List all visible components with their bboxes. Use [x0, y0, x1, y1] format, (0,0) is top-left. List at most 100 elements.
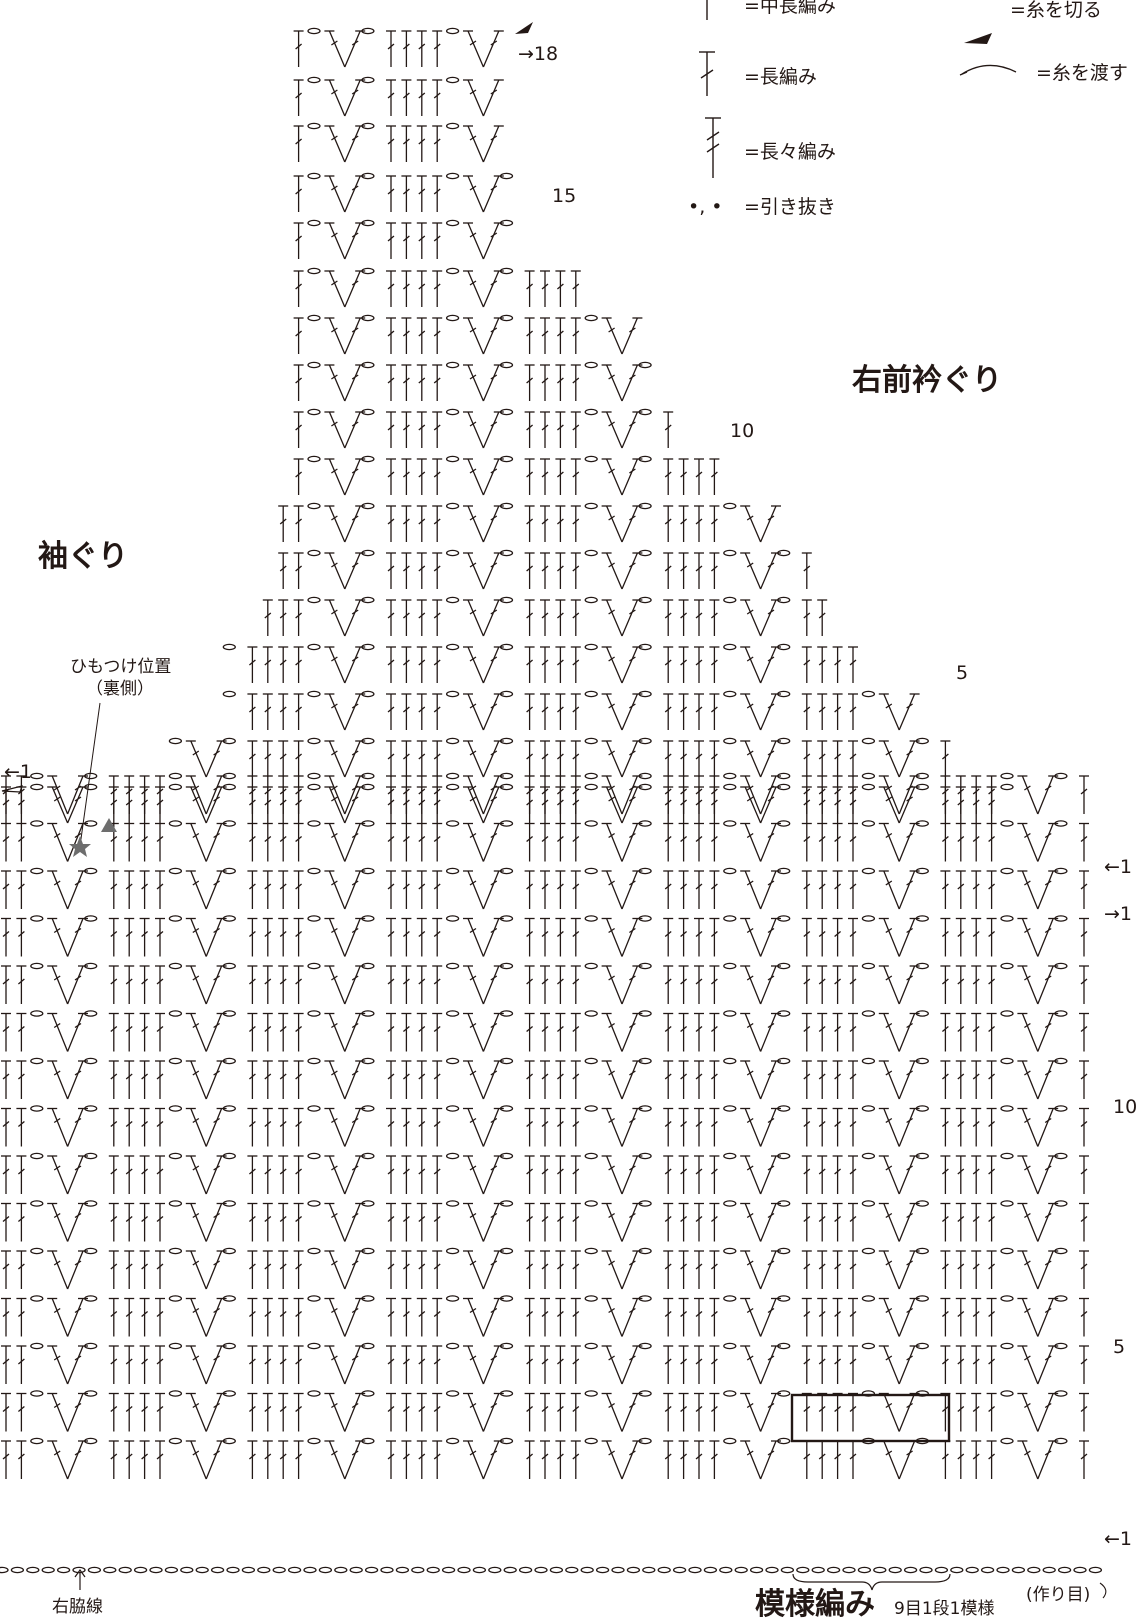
v-stitch-bar	[213, 1450, 220, 1456]
chain-stitch	[222, 643, 236, 651]
v-stitch-left	[1021, 1060, 1039, 1100]
dc-stitch-bar	[156, 1216, 164, 1222]
v-stitch-left	[605, 965, 623, 1005]
dc-stitch-bar	[387, 1073, 395, 1080]
dc-stitch-bar	[572, 612, 580, 619]
v-stitch-bar	[629, 927, 636, 934]
dc-stitch-bar	[295, 565, 303, 572]
chain-stitch	[1054, 1247, 1068, 1255]
v-stitch-bar	[351, 656, 359, 662]
dc-stitch-bar	[141, 1216, 149, 1222]
chain-stitch	[638, 1010, 652, 1017]
v-stitch-right	[621, 599, 638, 637]
dc-stitch-bar	[264, 659, 272, 666]
v-stitch-bar	[331, 1402, 338, 1409]
v-stitch-left	[51, 1108, 69, 1147]
dc-stitch-bar	[572, 1453, 580, 1460]
dc-stitch-bar	[141, 1121, 149, 1127]
v-stitch-bar	[469, 327, 477, 333]
chain-stitch	[361, 27, 375, 35]
chain-stitch	[307, 643, 321, 651]
dc-stitch-bar	[710, 883, 718, 890]
v-stitch-right	[759, 870, 777, 910]
dc-stitch-bar	[957, 799, 965, 806]
v-stitch-left	[51, 1060, 69, 1100]
v-stitch-bar	[351, 1022, 359, 1029]
chain-stitch	[361, 549, 375, 557]
chain-stitch	[723, 1152, 737, 1160]
dc-stitch-bar	[125, 1026, 133, 1032]
chain-stitch	[307, 1057, 321, 1065]
v-stitch-bar	[469, 1402, 477, 1409]
dc-stitch-bar	[2, 1406, 10, 1412]
dc-stitch-bar	[664, 706, 672, 713]
dc-stitch-bar	[279, 612, 287, 619]
chain-stitch	[777, 867, 791, 875]
v-stitch-right	[621, 823, 639, 862]
dc-stitch-bar	[834, 1121, 842, 1127]
v-stitch-bar	[53, 1022, 61, 1029]
v-stitch-bar	[1024, 927, 1031, 934]
v-stitch-bar	[629, 1022, 636, 1029]
dc-stitch-bar	[418, 1406, 426, 1412]
v-stitch-bar	[469, 880, 477, 886]
v-stitch-left	[328, 1345, 346, 1385]
dc-stitch-bar	[556, 1121, 564, 1127]
chain-stitch	[915, 1105, 929, 1112]
dc-stitch-bar	[556, 330, 564, 337]
v-stitch-bar	[490, 185, 498, 191]
v-stitch-bar	[490, 880, 498, 886]
chain-stitch	[168, 1105, 183, 1112]
chain-stitch	[84, 1247, 98, 1255]
dc-stitch-bar	[572, 283, 580, 290]
chain-stitch	[361, 172, 375, 180]
dc-stitch-bar	[988, 836, 996, 842]
v-stitch-bar	[608, 1212, 615, 1219]
v-stitch-bar	[192, 927, 200, 934]
v-stitch-left	[744, 1203, 762, 1242]
dc-stitch-bar	[387, 518, 395, 525]
v-stitch-left	[883, 1440, 900, 1480]
chain-stitch	[965, 1566, 979, 1574]
chain-stitch	[361, 643, 375, 651]
dc-stitch-bar	[941, 1406, 949, 1412]
dc-stitch-bar	[402, 1406, 410, 1412]
dc-stitch-bar	[664, 1263, 672, 1270]
v-stitch-bar	[906, 1165, 913, 1171]
dc-stitch-bar	[248, 1358, 256, 1365]
v-stitch-bar	[906, 1070, 913, 1076]
dc-stitch-bar	[680, 1263, 688, 1270]
dc-symbol	[699, 51, 715, 96]
dc-stitch-bar	[572, 1121, 580, 1127]
v-stitch-right	[898, 870, 916, 910]
v-stitch-left	[467, 1250, 485, 1290]
v-stitch-left	[51, 1440, 69, 1480]
v-stitch-bar	[1024, 880, 1031, 886]
dc-stitch-bar	[433, 138, 441, 145]
chain-stitch	[777, 643, 791, 651]
dc-stitch-bar	[295, 424, 303, 431]
dc-stitch-bar	[156, 1026, 164, 1032]
v-stitch-bar	[213, 1165, 220, 1171]
dc-stitch-bar	[526, 1453, 534, 1460]
dc-stitch-bar	[418, 138, 426, 145]
v-stitch-right	[898, 693, 916, 731]
v-stitch-bar	[1044, 1307, 1052, 1314]
dc-stitch-bar	[418, 565, 426, 572]
v-stitch-bar	[490, 1355, 498, 1361]
dc-stitch-bar	[141, 978, 149, 985]
v-stitch-bar	[490, 1260, 498, 1266]
chain-stitch	[723, 867, 737, 875]
v-stitch-left	[328, 965, 346, 1005]
chain-stitch	[445, 1247, 460, 1255]
chain-stitch	[445, 1152, 460, 1160]
v-stitch-bar	[629, 750, 636, 756]
dc-stitch-bar	[541, 1263, 549, 1270]
dc-stitch-bar	[156, 836, 164, 842]
v-stitch-bar	[351, 832, 359, 839]
v-stitch-left	[467, 740, 484, 778]
dc-stitch-bar	[941, 883, 949, 890]
v-stitch-right	[205, 823, 223, 862]
dc-stitch-bar	[433, 377, 441, 384]
v-stitch-right	[66, 1155, 84, 1195]
